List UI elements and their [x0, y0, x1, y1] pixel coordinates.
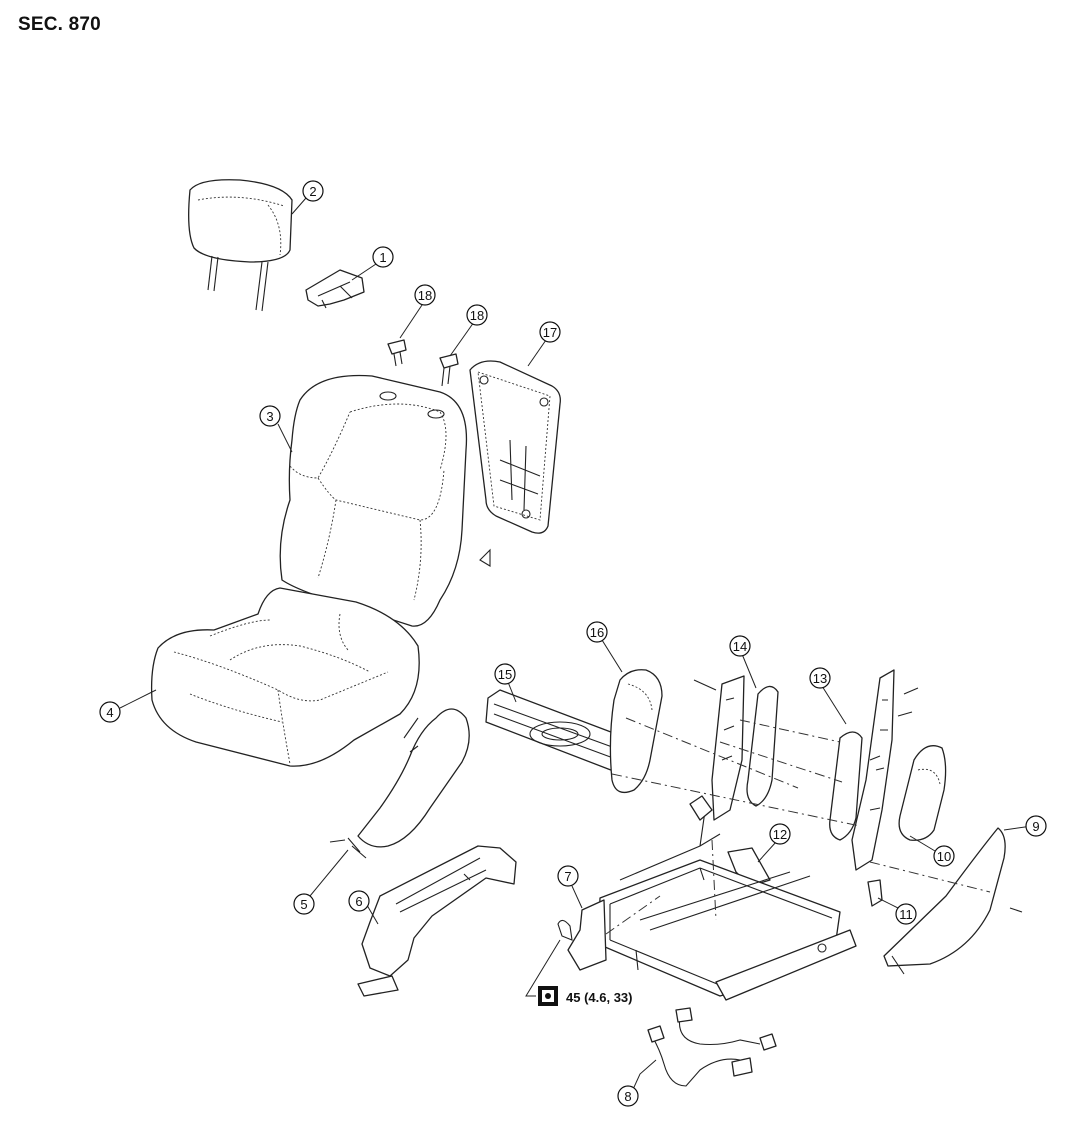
svg-text:3: 3: [266, 409, 273, 424]
callout-12: 12: [769, 823, 791, 845]
callout-13: 13: [809, 667, 831, 689]
recliner-mechanism: [851, 669, 919, 871]
svg-text:18: 18: [418, 288, 432, 303]
callout-18-right: 18: [466, 304, 488, 326]
torque-spec-text: 45 (4.6, 33): [566, 990, 633, 1005]
svg-text:6: 6: [355, 894, 362, 909]
svg-text:15: 15: [498, 667, 512, 682]
headrest: [188, 179, 293, 312]
seat-frame: [597, 795, 857, 1001]
callout-6: 6: [348, 890, 370, 912]
callout-2: 2: [302, 180, 324, 202]
rear-outer-cover: [898, 745, 947, 841]
svg-text:10: 10: [937, 849, 951, 864]
svg-text:4: 4: [106, 705, 113, 720]
svg-text:14: 14: [733, 639, 747, 654]
callout-7: 7: [557, 865, 579, 887]
callout-17: 17: [539, 321, 561, 343]
clip-left: [387, 339, 407, 367]
seat-cushion-trim: [150, 587, 420, 767]
svg-text:1: 1: [379, 250, 386, 265]
seatback-board: [469, 360, 561, 567]
svg-text:7: 7: [564, 869, 571, 884]
callout-9: 9: [1025, 815, 1047, 837]
lower-side-bracket: [357, 845, 517, 997]
svg-text:2: 2: [309, 184, 316, 199]
callout-14: 14: [729, 635, 751, 657]
clip-small: [867, 879, 883, 907]
svg-text:8: 8: [624, 1089, 631, 1104]
seatback-trim: [279, 374, 468, 627]
callout-10: 10: [933, 845, 955, 867]
callout-16: 16: [586, 621, 608, 643]
callout-11: 11: [895, 903, 917, 925]
callout-8: 8: [617, 1085, 639, 1107]
recliner-arm-left: [693, 675, 779, 821]
svg-text:11: 11: [899, 907, 913, 922]
side-cover: [883, 827, 1023, 975]
callout-5: 5: [293, 893, 315, 915]
callout-15: 15: [494, 663, 516, 685]
cushion-outer-cover: [329, 708, 470, 859]
callout-3: 3: [259, 405, 281, 427]
wiring-harness: [647, 1007, 777, 1087]
alignment-lines: [605, 717, 991, 935]
front-leg-bracket: [557, 899, 607, 971]
svg-text:5: 5: [300, 897, 307, 912]
svg-text:13: 13: [813, 671, 827, 686]
inner-front-cover: [609, 669, 663, 794]
svg-text:16: 16: [590, 625, 604, 640]
leader-lines: [119, 197, 1033, 1097]
svg-text:12: 12: [773, 827, 787, 842]
svg-text:18: 18: [470, 308, 484, 323]
callout-4: 4: [99, 701, 121, 723]
clip-right: [439, 353, 459, 387]
callout-18-left: 18: [414, 284, 436, 306]
torque-spec: 45 (4.6, 33): [525, 939, 633, 1006]
svg-text:9: 9: [1032, 819, 1039, 834]
callout-1: 1: [372, 246, 394, 268]
headrest-holder: [305, 269, 365, 309]
svg-text:17: 17: [543, 325, 557, 340]
section-title: SEC. 870: [18, 14, 101, 35]
recliner-arm-right: [829, 731, 863, 841]
